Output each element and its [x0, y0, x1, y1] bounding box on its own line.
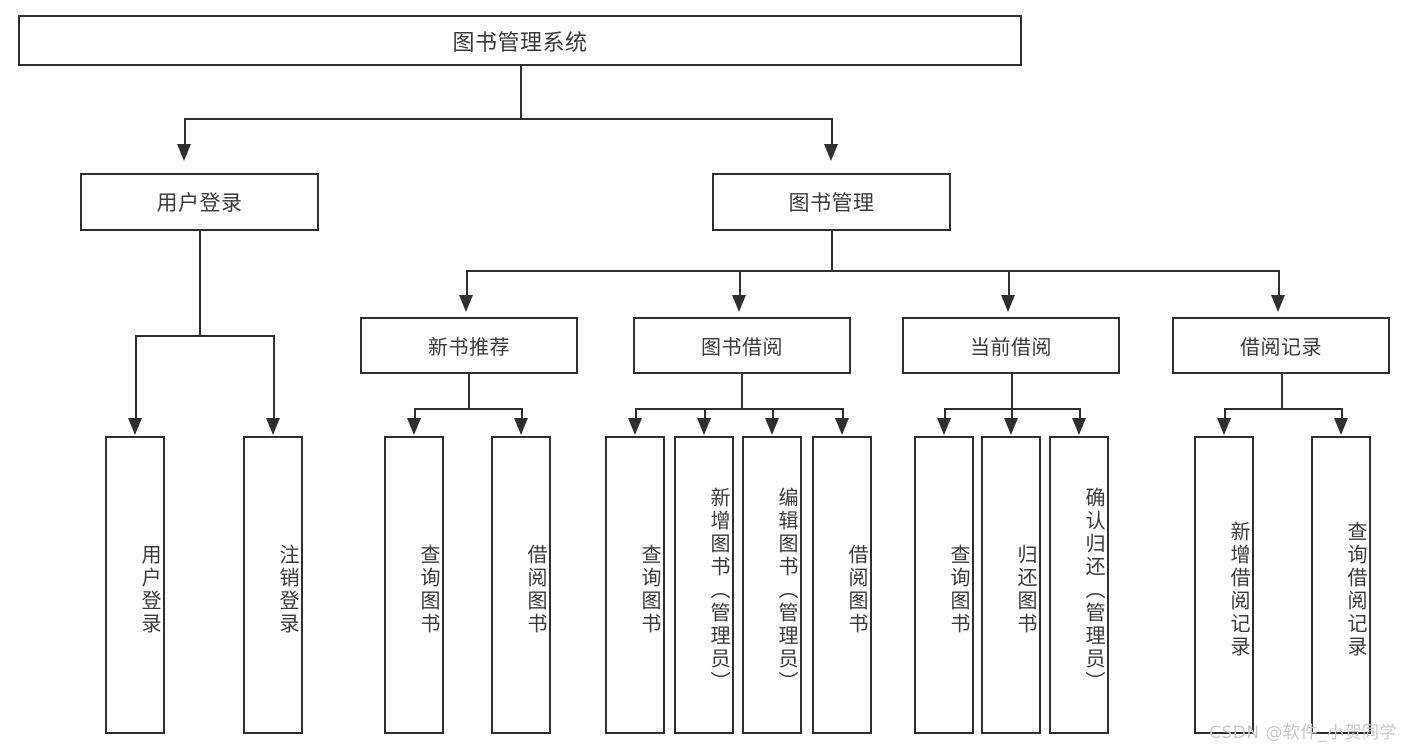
- leaf-query-book-3[interactable]: 查询图书: [914, 436, 974, 734]
- connector-borrow-record-to-leaf-2: [1341, 408, 1343, 419]
- node-label: 图书借阅: [701, 335, 783, 359]
- connector-new-book-stem: [468, 374, 470, 408]
- arrowhead-book-borrow-leaf-1: [628, 418, 642, 435]
- connector-borrow-record-to-leaf-1: [1224, 408, 1226, 419]
- node-current-borrow[interactable]: 当前借阅: [902, 317, 1120, 374]
- leaf-edit-book[interactable]: 编辑图书（管理员）: [742, 436, 802, 734]
- connector-root-to-user-login: [184, 118, 186, 145]
- connector-current-borrow-stem: [1011, 374, 1013, 408]
- node-label: 图书管理: [788, 191, 875, 215]
- node-label: 当前借阅: [970, 335, 1052, 359]
- connector-book-manage-bar: [466, 270, 1278, 272]
- connector-root-to-book-manage: [831, 118, 833, 145]
- node-label: 用户登录: [138, 544, 162, 636]
- connector-book-manage-stem: [831, 231, 833, 270]
- arrowhead-book-borrow-leaf-4: [835, 418, 849, 435]
- connector-borrow-record-bar: [1224, 408, 1341, 410]
- arrowhead-user-login-leaf-2: [266, 418, 280, 435]
- arrowhead-new-book-leaf-2: [514, 418, 528, 435]
- node-label: 新书推荐: [428, 335, 510, 359]
- arrowhead-book-borrow-leaf-2: [697, 418, 711, 435]
- leaf-query-book-2[interactable]: 查询图书: [605, 436, 665, 734]
- arrowhead-to-user-login: [177, 144, 191, 161]
- node-label: 注销登录: [276, 544, 300, 636]
- connector-book-manage-to-borrow-record: [1278, 270, 1280, 296]
- node-label: 查询图书: [947, 544, 971, 636]
- leaf-query-book-1[interactable]: 查询图书: [384, 436, 444, 734]
- arrowhead-to-borrow-record: [1271, 295, 1285, 312]
- connector-user-login-bar: [135, 335, 274, 337]
- leaf-confirm-return[interactable]: 确认归还（管理员）: [1049, 436, 1109, 734]
- node-label: 借阅图书: [524, 544, 548, 636]
- connector-book-manage-to-book-borrow: [739, 270, 741, 296]
- node-label: 查询图书: [417, 544, 441, 636]
- arrowhead-book-borrow-leaf-3: [765, 418, 779, 435]
- node-label: 新增借阅记录: [1227, 521, 1251, 659]
- node-book-manage[interactable]: 图书管理: [712, 173, 951, 231]
- arrowhead-current-borrow-leaf-3: [1072, 418, 1086, 435]
- connector-root-stem: [520, 66, 522, 118]
- connector-book-borrow-to-leaf-3: [772, 408, 774, 419]
- node-label: 查询借阅记录: [1344, 521, 1368, 659]
- connector-book-manage-to-new-book: [466, 270, 468, 296]
- node-label: 查询图书: [638, 544, 662, 636]
- connector-user-login-to-leaf-1: [135, 335, 137, 419]
- connector-book-borrow-to-leaf-2: [704, 408, 706, 419]
- arrowhead-current-borrow-leaf-1: [937, 418, 951, 435]
- arrowhead-to-book-manage: [824, 144, 838, 161]
- connector-new-book-to-leaf-2: [521, 408, 523, 419]
- node-borrow-record[interactable]: 借阅记录: [1172, 317, 1390, 374]
- node-label: 新增图书（管理员）: [707, 486, 731, 694]
- arrowhead-current-borrow-leaf-2: [1004, 418, 1018, 435]
- connector-user-login-stem: [199, 231, 201, 335]
- leaf-borrow-book-1[interactable]: 借阅图书: [491, 436, 551, 734]
- arrowhead-borrow-record-leaf-1: [1217, 418, 1231, 435]
- node-label: 确认归还（管理员）: [1082, 486, 1106, 694]
- leaf-user-login[interactable]: 用户登录: [105, 436, 165, 734]
- connector-new-book-bar: [414, 408, 521, 410]
- leaf-query-record[interactable]: 查询借阅记录: [1311, 436, 1371, 734]
- connector-current-borrow-to-leaf-3: [1079, 408, 1081, 419]
- arrowhead-to-current-borrow: [1001, 295, 1015, 312]
- leaf-borrow-book-2[interactable]: 借阅图书: [812, 436, 872, 734]
- connector-book-borrow-bar: [635, 408, 842, 410]
- node-new-book-recommend[interactable]: 新书推荐: [360, 317, 578, 374]
- arrowhead-to-book-borrow: [732, 295, 746, 312]
- connector-root-bar: [184, 118, 832, 120]
- connector-user-login-to-leaf-2: [273, 335, 275, 419]
- connector-book-borrow-stem: [741, 374, 743, 408]
- arrowhead-user-login-leaf-1: [128, 418, 142, 435]
- node-label: 借阅记录: [1240, 335, 1322, 359]
- csdn-watermark: CSDN @软件_小贺同学: [1209, 723, 1397, 743]
- node-label: 编辑图书（管理员）: [775, 486, 799, 694]
- connector-current-borrow-to-leaf-1: [944, 408, 946, 419]
- arrowhead-to-new-book-recommend: [459, 295, 473, 312]
- leaf-add-record[interactable]: 新增借阅记录: [1194, 436, 1254, 734]
- connector-book-borrow-to-leaf-1: [635, 408, 637, 419]
- leaf-logout-login[interactable]: 注销登录: [243, 436, 303, 734]
- leaf-return-book[interactable]: 归还图书: [981, 436, 1041, 734]
- leaf-add-book[interactable]: 新增图书（管理员）: [674, 436, 734, 734]
- connector-book-manage-to-current-borrow: [1008, 270, 1010, 296]
- arrowhead-borrow-record-leaf-2: [1334, 418, 1348, 435]
- node-root-system[interactable]: 图书管理系统: [18, 15, 1022, 66]
- node-label: 归还图书: [1014, 544, 1038, 636]
- connector-borrow-record-stem: [1281, 374, 1283, 408]
- arrowhead-new-book-leaf-1: [407, 418, 421, 435]
- connector-book-borrow-to-leaf-4: [842, 408, 844, 419]
- node-user-login[interactable]: 用户登录: [80, 173, 319, 231]
- node-label: 图书管理系统: [452, 30, 588, 56]
- node-label: 借阅图书: [845, 544, 869, 636]
- connector-current-borrow-to-leaf-2: [1011, 408, 1013, 419]
- connector-new-book-to-leaf-1: [414, 408, 416, 419]
- node-label: 用户登录: [156, 191, 243, 215]
- node-book-borrow[interactable]: 图书借阅: [633, 317, 851, 374]
